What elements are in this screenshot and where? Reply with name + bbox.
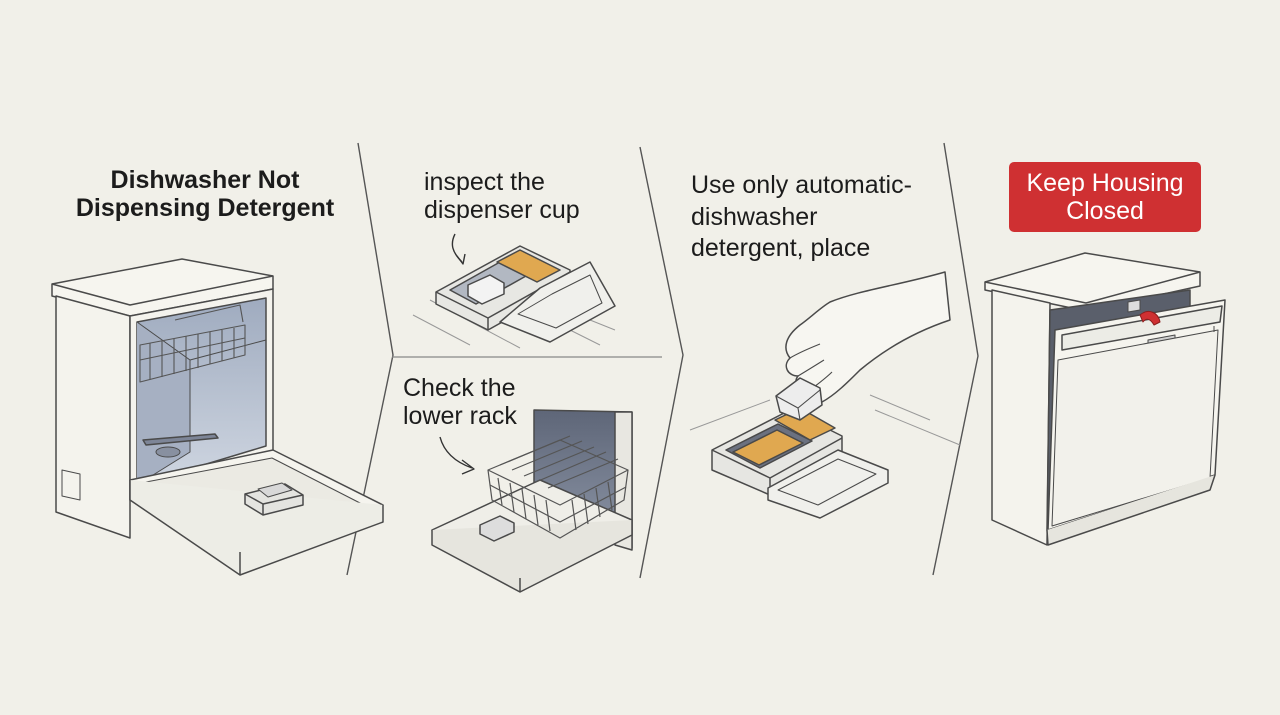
closed-dishwasher-illustration xyxy=(984,252,1226,546)
dispenser-cup-illustration xyxy=(412,233,616,349)
open-dishwasher-illustration xyxy=(51,258,384,576)
spray-arm xyxy=(142,433,219,446)
detergent-tablet xyxy=(467,274,505,305)
step-label-detergent: Use only automatic- dishwasher detergent… xyxy=(691,171,912,262)
door-dispenser xyxy=(244,483,304,516)
warning-badge: Keep Housing Closed xyxy=(1009,162,1201,232)
cabinet-side-right xyxy=(991,289,1051,546)
divider-2 xyxy=(639,146,684,579)
lower-rack-illustration xyxy=(431,409,633,593)
detergent-compartment xyxy=(496,249,561,283)
upper-rack xyxy=(139,304,246,383)
door-dispenser-small xyxy=(479,515,515,542)
step-label-dispenser-cup: inspect the dispenser cup xyxy=(424,168,580,224)
cabinet-side xyxy=(55,295,131,539)
step-label-lower-rack: Check the lower rack xyxy=(403,374,517,430)
arrow-to-dispenser xyxy=(451,233,463,263)
detergent-tablet-held xyxy=(775,377,823,421)
lower-rack xyxy=(487,435,629,539)
divider-3 xyxy=(932,142,979,576)
detergent-compartment-left xyxy=(732,429,804,466)
panel-title: Dishwasher Not Dispensing Detergent xyxy=(75,166,335,222)
placing-detergent-illustration xyxy=(689,271,961,519)
arrow-to-rack xyxy=(439,436,473,469)
latch-indicator-icon xyxy=(1139,311,1161,326)
